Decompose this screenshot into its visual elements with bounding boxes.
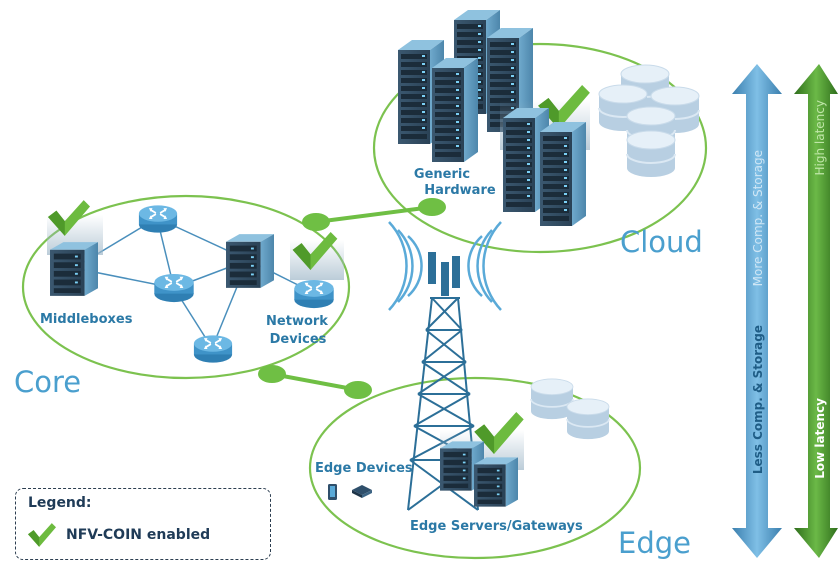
ring-links [258, 198, 446, 399]
edge-ring [308, 376, 642, 560]
edge-device-icons [328, 484, 372, 500]
latency-arrow: High latency Low latency [794, 64, 838, 558]
cloud-label: Cloud [620, 225, 703, 259]
network-devices-label-line1: Network [266, 314, 328, 329]
cell-tower-icon [388, 221, 502, 511]
compute-storage-arrow: More Comp. & Storage Less Comp. & Storag… [732, 64, 782, 558]
generic-hardware-label-line2: Hardware [424, 183, 496, 198]
check-icon [28, 523, 56, 547]
core-label: Core [14, 365, 81, 399]
cloud-ring [372, 42, 708, 254]
edge-server-icon-2 [474, 457, 518, 507]
less-comp-storage-label: Less Comp. & Storage [751, 325, 765, 474]
core-server-icon [226, 234, 274, 288]
core-ring [21, 194, 351, 380]
edge-label: Edge [618, 526, 691, 560]
cloud-storage [598, 64, 700, 178]
middlebox-server-icon [50, 242, 98, 296]
low-latency-label: Low latency [813, 398, 827, 479]
edge-storage [530, 378, 610, 440]
high-latency-label: High latency [813, 100, 827, 175]
edge-servers-label: Edge Servers/Gateways [410, 519, 583, 534]
network-devices-label-line2: Devices [270, 332, 327, 347]
generic-hardware-label-line1: Generic [414, 167, 470, 182]
more-comp-storage-label: More Comp. & Storage [751, 150, 765, 286]
cloud-front-racks [503, 108, 586, 226]
legend: Legend: NFV-COIN enabled [15, 488, 271, 560]
middleboxes-label: Middleboxes [40, 312, 133, 327]
edge-devices-label: Edge Devices [315, 461, 413, 476]
network-device-router-icon [293, 279, 335, 309]
legend-item-label: NFV-COIN enabled [66, 527, 211, 543]
legend-title: Legend: [28, 495, 92, 511]
